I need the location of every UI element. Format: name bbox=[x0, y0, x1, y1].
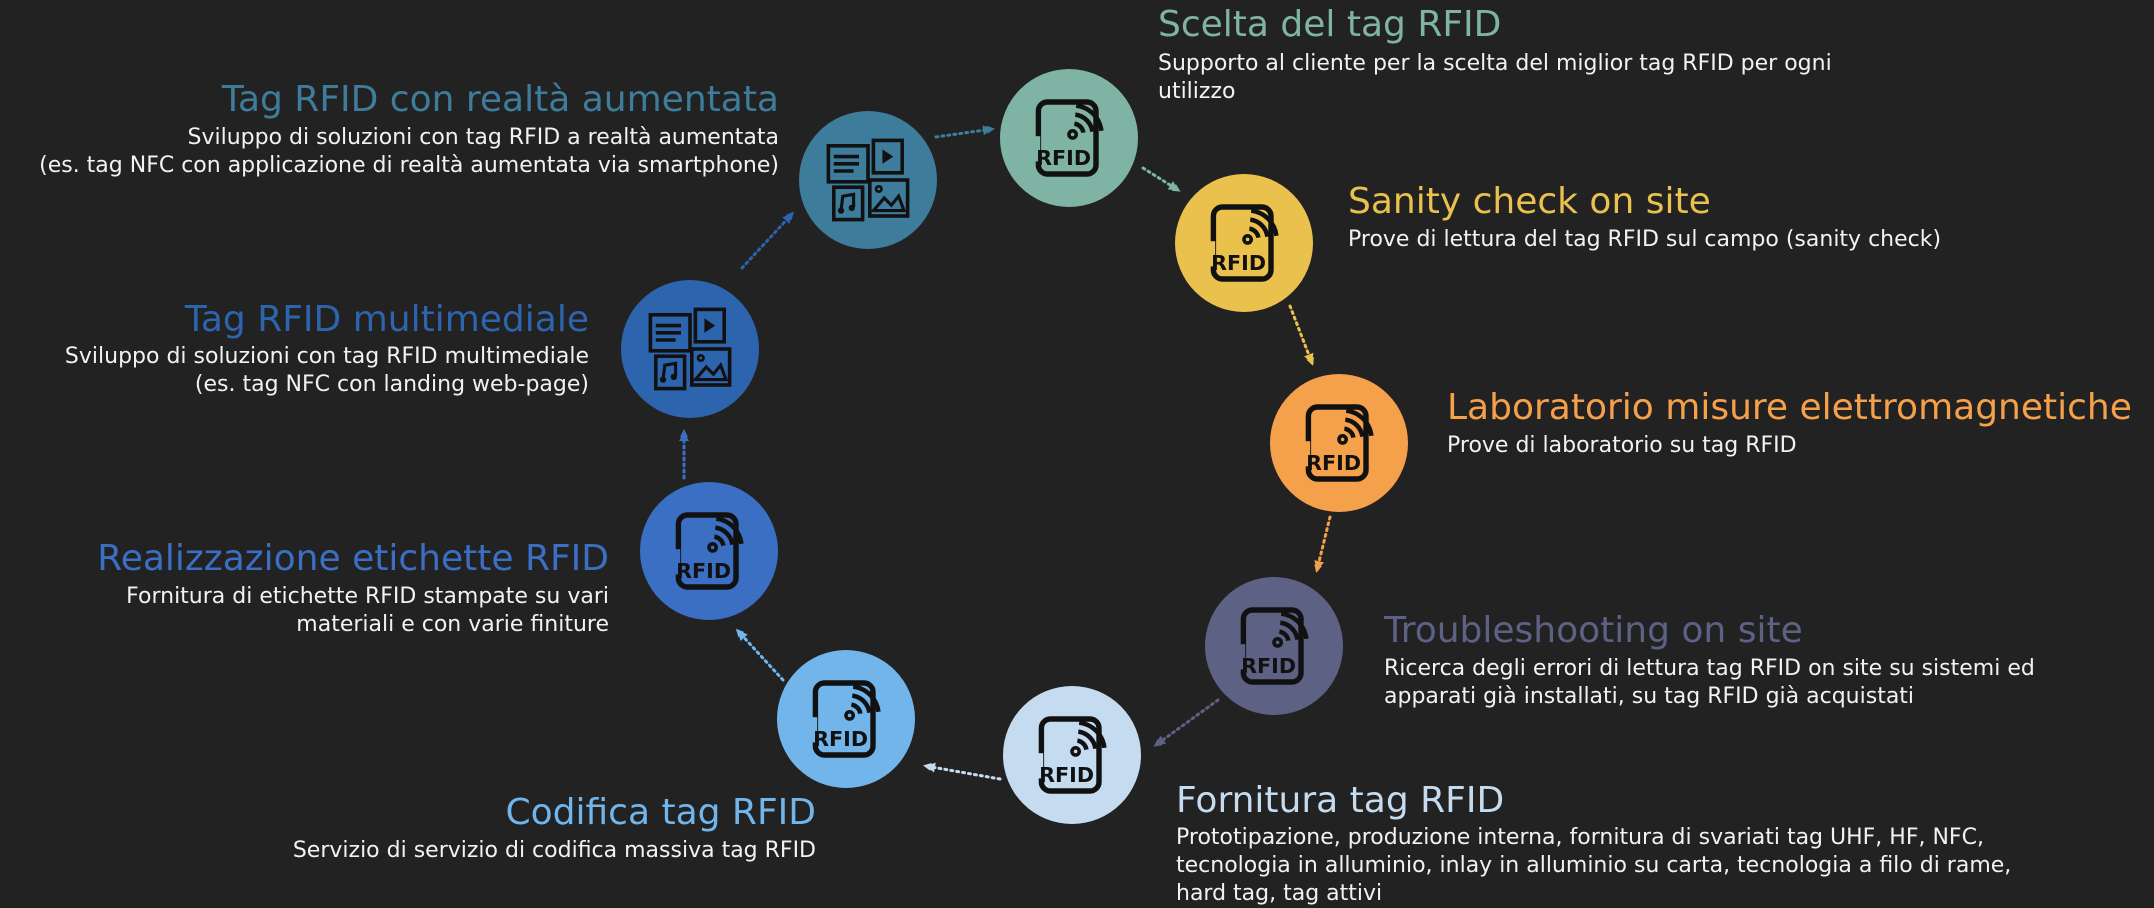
multimedia-icon bbox=[826, 138, 910, 222]
connector-arrow bbox=[735, 628, 785, 682]
svg-text:RFID: RFID bbox=[1211, 251, 1266, 275]
step-circle-fornitura: RFID bbox=[1003, 686, 1141, 824]
step-title-codifica: Codifica tag RFID bbox=[505, 792, 816, 833]
step-title-realta: Tag RFID con realtà aumentata bbox=[221, 79, 779, 120]
step-desc-codifica: Servizio di servizio di codifica massiva… bbox=[292, 838, 816, 863]
rfid-icon: RFID bbox=[1301, 404, 1374, 482]
connector-arrow bbox=[934, 125, 995, 139]
step-desc-fornitura: Prototipazione, produzione interna, forn… bbox=[1176, 825, 2012, 906]
rfid-icon: RFID bbox=[808, 680, 881, 758]
step-title-scelta: Scelta del tag RFID bbox=[1158, 4, 1502, 45]
connector-arrow bbox=[1153, 698, 1220, 747]
step-circle-sanity: RFID bbox=[1175, 174, 1313, 312]
rfid-icon: RFID bbox=[1206, 204, 1279, 282]
step-title-multimediale: Tag RFID multimediale bbox=[184, 299, 589, 340]
step-desc-troubleshooting: Ricerca degli errori di lettura tag RFID… bbox=[1384, 656, 2035, 709]
connector-arrowhead bbox=[1156, 735, 1167, 745]
connector-arrowhead bbox=[782, 214, 792, 225]
svg-text:RFID: RFID bbox=[676, 559, 731, 583]
step-desc-multimediale: Sviluppo di soluzioni con tag RFID multi… bbox=[65, 343, 589, 399]
connector-arrowhead bbox=[738, 631, 748, 642]
step-circle-realta bbox=[799, 111, 937, 249]
step-title-laboratorio: Laboratorio misure elettromagnetiche bbox=[1447, 387, 2132, 428]
step-circle-codifica: RFID bbox=[777, 650, 915, 788]
rfid-icon: RFID bbox=[1031, 99, 1104, 177]
connector-arrow bbox=[1141, 166, 1181, 192]
step-desc-multimediale-line2: (es. tag NFC con landing web-page) bbox=[194, 372, 589, 397]
step-desc-multimediale-line1: Sviluppo di soluzioni con tag RFID multi… bbox=[64, 344, 589, 369]
connector-arrowhead bbox=[926, 762, 936, 773]
step-desc-scelta: Supporto al cliente per la scelta del mi… bbox=[1158, 51, 1832, 104]
step-circle-scelta: RFID bbox=[1000, 69, 1138, 207]
step-desc-realta-line1: Sviluppo di soluzioni con tag RFID a rea… bbox=[187, 125, 780, 150]
step-title-etichette: Realizzazione etichette RFID bbox=[97, 538, 609, 579]
connector-arrowhead bbox=[1304, 352, 1314, 363]
connector-arrow bbox=[1288, 304, 1314, 366]
step-desc-laboratorio: Prove di laboratorio su tag RFID bbox=[1447, 433, 1797, 458]
connector-arrowhead bbox=[982, 125, 992, 136]
rfid-icon: RFID bbox=[1034, 716, 1107, 794]
svg-text:RFID: RFID bbox=[1306, 451, 1361, 475]
step-circle-laboratorio: RFID bbox=[1270, 374, 1408, 512]
svg-text:RFID: RFID bbox=[813, 727, 868, 751]
svg-text:RFID: RFID bbox=[1241, 654, 1296, 678]
connector-arrowhead bbox=[679, 432, 689, 441]
step-circle-troubleshooting: RFID bbox=[1205, 577, 1343, 715]
step-title-sanity: Sanity check on site bbox=[1348, 181, 1711, 222]
connector-arrowhead bbox=[1314, 560, 1324, 570]
step-desc-realta-line2: (es. tag NFC con applicazione di realtà … bbox=[39, 153, 779, 178]
step-title-troubleshooting: Troubleshooting on site bbox=[1384, 610, 1803, 651]
svg-text:RFID: RFID bbox=[1039, 763, 1094, 787]
step-circle-multimediale bbox=[621, 280, 759, 418]
step-desc-sanity: Prove di lettura del tag RFID sul campo … bbox=[1348, 227, 1942, 252]
rfid-icon: RFID bbox=[1236, 607, 1309, 685]
connector-arrow bbox=[740, 211, 795, 270]
svg-text:RFID: RFID bbox=[1036, 146, 1091, 170]
multimedia-icon bbox=[648, 307, 732, 391]
connector-arrowhead bbox=[1167, 180, 1178, 190]
step-title-fornitura: Fornitura tag RFID bbox=[1176, 780, 1505, 821]
step-desc-realta: Sviluppo di soluzioni con tag RFID a rea… bbox=[39, 124, 779, 180]
step-circle-etichette: RFID bbox=[640, 482, 778, 620]
connector-arrow bbox=[923, 762, 1002, 781]
rfid-icon: RFID bbox=[671, 512, 744, 590]
connector-arrow bbox=[1314, 515, 1332, 573]
step-desc-etichette: Fornitura di etichette RFID stampate su … bbox=[126, 584, 609, 637]
